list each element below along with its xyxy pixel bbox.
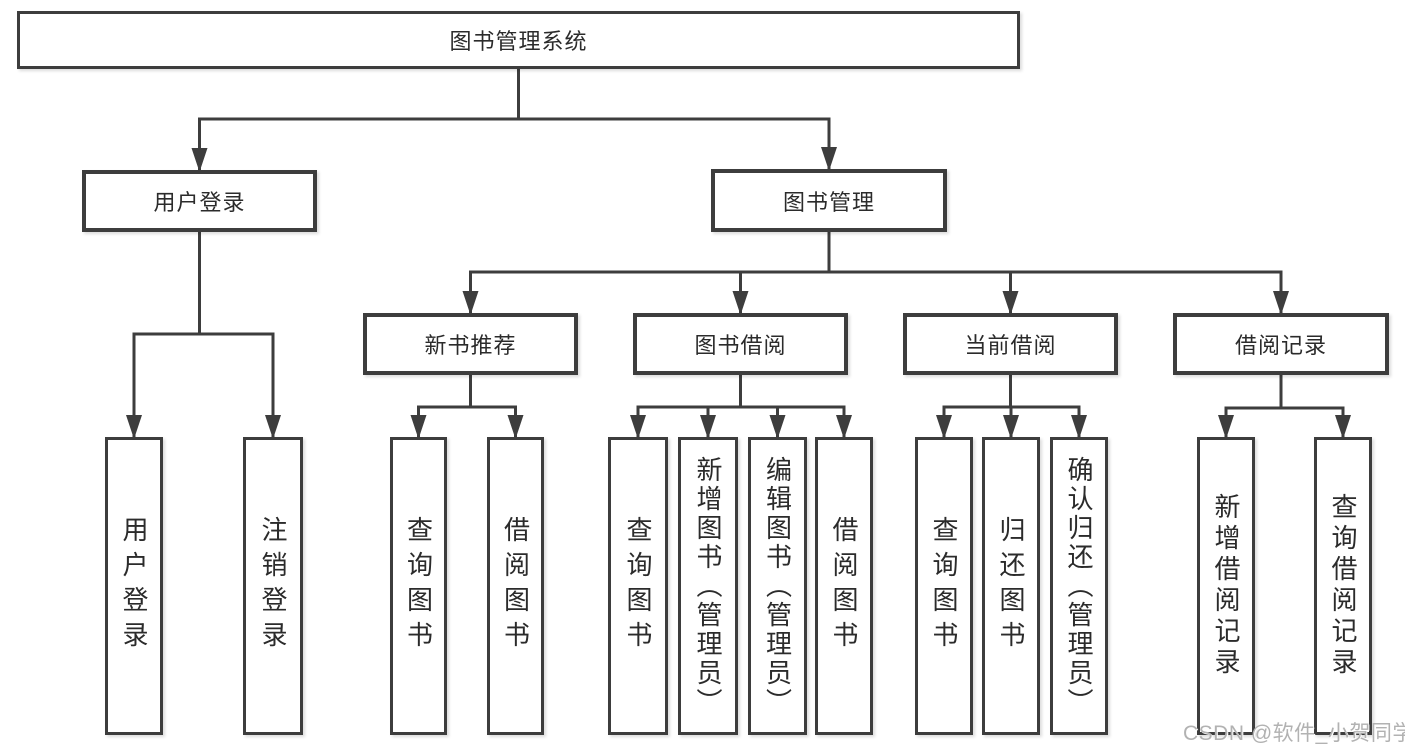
leaf-current-confirm-return-admin-label: 确认归还（管理员） xyxy=(1064,455,1094,717)
node-borrow-records: 借阅记录 xyxy=(1173,313,1389,375)
leaf-current-query-books: 查询图书 xyxy=(915,437,973,735)
leaf-logout: 注销登录 xyxy=(243,437,303,735)
leaf-borrow-query-books-label: 查询图书 xyxy=(623,516,653,656)
arrow-connectors xyxy=(126,119,1351,439)
node-new-book-recommend-label: 新书推荐 xyxy=(424,333,517,358)
leaf-records-query-record: 查询借阅记录 xyxy=(1314,437,1372,735)
leaf-borrow-borrow-books-label: 借阅图书 xyxy=(829,516,859,656)
node-book-borrow-label: 图书借阅 xyxy=(694,333,787,358)
plain-connectors xyxy=(132,69,1345,410)
leaf-borrow-add-books-admin-label: 新增图书（管理员） xyxy=(693,455,723,717)
node-user-login: 用户登录 xyxy=(82,170,317,232)
leaf-borrow-edit-books-admin: 编辑图书（管理员） xyxy=(748,437,807,735)
node-user-login-label: 用户登录 xyxy=(153,190,246,215)
node-borrow-records-label: 借阅记录 xyxy=(1234,333,1327,358)
leaf-borrow-borrow-books: 借阅图书 xyxy=(815,437,873,735)
node-new-book-recommend: 新书推荐 xyxy=(363,313,578,375)
leaf-recommend-query-books-label: 查询图书 xyxy=(403,516,434,656)
leaf-recommend-borrow-books-label: 借阅图书 xyxy=(500,516,531,656)
leaf-records-add-record-label: 新增借阅记录 xyxy=(1211,493,1241,679)
leaf-borrow-add-books-admin: 新增图书（管理员） xyxy=(678,437,738,735)
node-book-borrow: 图书借阅 xyxy=(633,313,848,375)
leaf-logout-label: 注销登录 xyxy=(258,516,288,656)
leaf-records-add-record: 新增借阅记录 xyxy=(1197,437,1255,735)
node-current-borrow-label: 当前借阅 xyxy=(964,333,1057,358)
leaf-recommend-query-books: 查询图书 xyxy=(390,437,447,735)
leaf-current-query-books-label: 查询图书 xyxy=(929,516,959,656)
leaf-borrow-edit-books-admin-label: 编辑图书（管理员） xyxy=(762,455,793,717)
csdn-watermark: CSDN @软件_小贺同学 xyxy=(1183,722,1405,745)
leaf-records-query-record-label: 查询借阅记录 xyxy=(1328,493,1358,679)
leaf-current-confirm-return-admin: 确认归还（管理员） xyxy=(1050,437,1108,735)
leaf-recommend-borrow-books: 借阅图书 xyxy=(487,437,544,735)
leaf-user-login: 用户登录 xyxy=(105,437,163,735)
node-book-management: 图书管理 xyxy=(711,169,947,232)
node-root: 图书管理系统 xyxy=(17,11,1020,69)
node-book-management-label: 图书管理 xyxy=(782,189,875,215)
leaf-borrow-query-books: 查询图书 xyxy=(608,437,668,735)
node-current-borrow: 当前借阅 xyxy=(903,313,1118,375)
node-root-label: 图书管理系统 xyxy=(449,29,588,54)
leaf-user-login-label: 用户登录 xyxy=(119,516,149,656)
leaf-current-return-books: 归还图书 xyxy=(982,437,1040,735)
leaf-current-return-books-label: 归还图书 xyxy=(996,516,1026,656)
